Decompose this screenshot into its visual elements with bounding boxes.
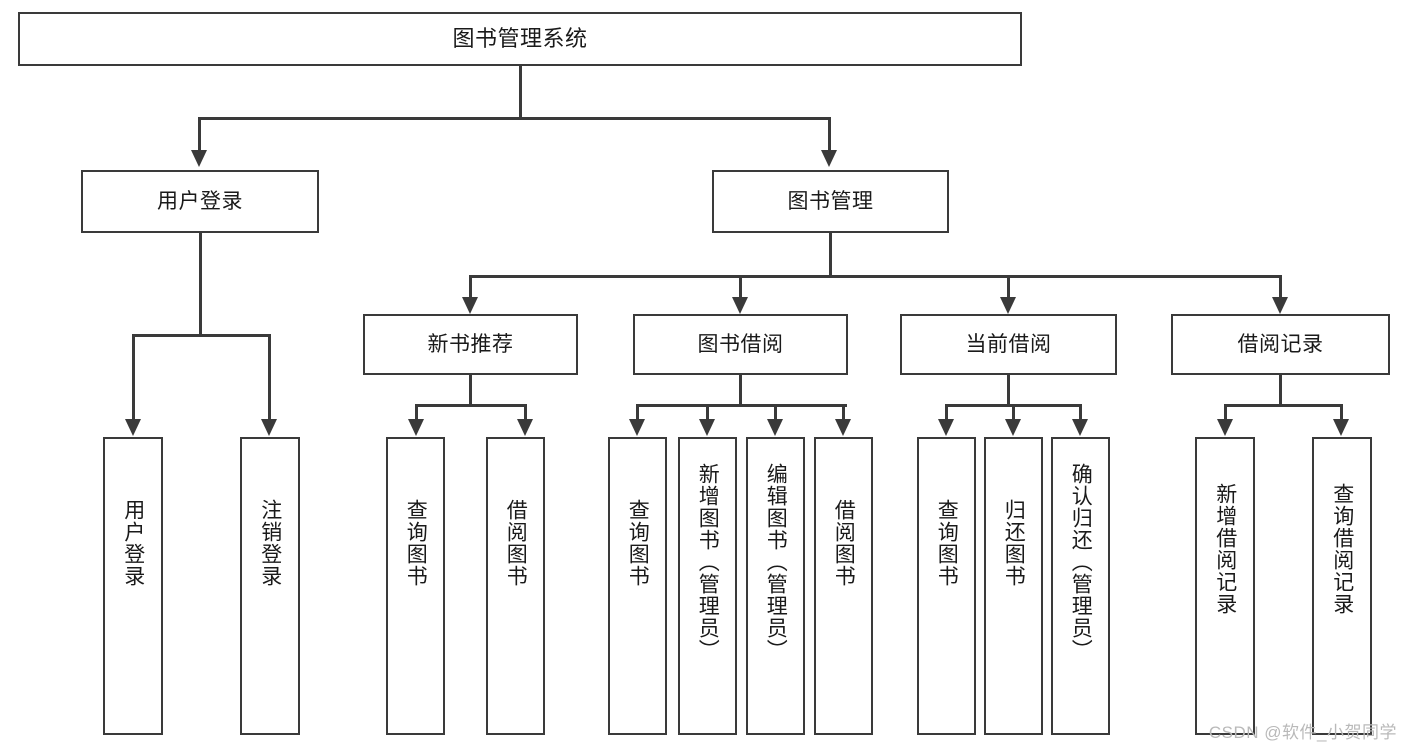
leaf-label: 查询图书 (626, 499, 650, 587)
node-user-login-label: 用户登录 (157, 189, 243, 213)
node-new-book-recommend[interactable]: 新书推荐 (363, 314, 578, 375)
connector-new-book-rec-drop-1 (415, 404, 418, 420)
arrowhead-new-book-rec-leaf-2 (517, 419, 533, 436)
connector-user-login-drop-2 (268, 334, 271, 420)
leaf-node[interactable]: 确认归还（管理员） (1051, 437, 1110, 735)
arrowhead-book-borrow-leaf-2 (699, 419, 715, 436)
node-book-management-label: 图书管理 (787, 189, 874, 213)
connector-book-mgmt-drop-1 (469, 275, 472, 299)
leaf-node[interactable]: 查询图书 (917, 437, 976, 735)
leaf-label: 用户登录 (121, 499, 145, 587)
connector-borrow-record-drop-2 (1340, 404, 1343, 420)
connector-user-login-stem (199, 233, 202, 335)
connector-user-login-bar (132, 334, 270, 337)
connector-new-book-rec-bar (415, 404, 527, 407)
node-borrow-record[interactable]: 借阅记录 (1171, 314, 1390, 375)
connector-book-mgmt-drop-2 (739, 275, 742, 299)
leaf-label: 借阅图书 (832, 499, 856, 587)
leaf-label: 归还图书 (1002, 499, 1026, 587)
leaf-label: 确认归还（管理员） (1069, 463, 1093, 661)
connector-borrow-record-stem (1279, 375, 1282, 406)
node-book-management[interactable]: 图书管理 (712, 170, 949, 233)
leaf-node[interactable]: 新增借阅记录 (1195, 437, 1255, 735)
arrowhead-root-to-book-mgmt (821, 150, 837, 167)
arrowhead-book-borrow-leaf-1 (629, 419, 645, 436)
node-new-book-recommend-label: 新书推荐 (427, 332, 514, 356)
connector-root-bar (198, 117, 831, 120)
arrowhead-book-borrow-leaf-3 (767, 419, 783, 436)
leaf-node[interactable]: 编辑图书（管理员） (746, 437, 805, 735)
arrowhead-to-book-borrow (732, 297, 748, 314)
connector-book-borrow-drop-2 (706, 404, 709, 420)
arrowhead-user-login-leaf-2 (261, 419, 277, 436)
arrowhead-new-book-rec-leaf-1 (408, 419, 424, 436)
leaf-node[interactable]: 查询借阅记录 (1312, 437, 1372, 735)
connector-book-borrow-stem (739, 375, 742, 406)
connector-book-borrow-drop-1 (636, 404, 639, 420)
node-book-borrow[interactable]: 图书借阅 (633, 314, 848, 375)
connector-root-drop-1 (198, 117, 201, 151)
connector-book-mgmt-drop-3 (1007, 275, 1010, 299)
leaf-label: 注销登录 (258, 499, 282, 587)
connector-current-borrow-drop-3 (1079, 404, 1082, 420)
arrowhead-current-borrow-leaf-1 (938, 419, 954, 436)
arrowhead-current-borrow-leaf-2 (1005, 419, 1021, 436)
arrowhead-root-to-user-login (191, 150, 207, 167)
leaf-node[interactable]: 查询图书 (608, 437, 667, 735)
arrowhead-borrow-record-leaf-2 (1333, 419, 1349, 436)
leaf-node[interactable]: 借阅图书 (486, 437, 545, 735)
connector-current-borrow-stem (1007, 375, 1010, 406)
leaf-label: 新增借阅记录 (1213, 483, 1237, 615)
connector-book-borrow-drop-4 (842, 404, 845, 420)
leaf-label: 查询图书 (935, 499, 959, 587)
connector-new-book-rec-drop-2 (524, 404, 527, 420)
node-current-borrow[interactable]: 当前借阅 (900, 314, 1117, 375)
node-current-borrow-label: 当前借阅 (965, 332, 1052, 356)
arrowhead-current-borrow-leaf-3 (1072, 419, 1088, 436)
connector-book-mgmt-drop-4 (1279, 275, 1282, 299)
node-user-login[interactable]: 用户登录 (81, 170, 319, 233)
leaf-label: 查询借阅记录 (1330, 483, 1354, 615)
node-root[interactable]: 图书管理系统 (18, 12, 1022, 66)
connector-book-borrow-drop-3 (774, 404, 777, 420)
connector-borrow-record-drop-1 (1224, 404, 1227, 420)
arrowhead-user-login-leaf-1 (125, 419, 141, 436)
connector-current-borrow-drop-1 (945, 404, 948, 420)
connector-root-stem (519, 66, 522, 119)
connector-user-login-drop-1 (132, 334, 135, 420)
node-root-label: 图书管理系统 (452, 25, 588, 51)
connector-root-drop-2 (828, 117, 831, 151)
arrowhead-to-current-borrow (1000, 297, 1016, 314)
leaf-label: 借阅图书 (504, 499, 528, 587)
connector-current-borrow-drop-2 (1012, 404, 1015, 420)
node-book-borrow-label: 图书借阅 (697, 332, 784, 356)
connector-book-borrow-bar (636, 404, 847, 407)
leaf-node[interactable]: 注销登录 (240, 437, 300, 735)
arrowhead-to-new-book-rec (462, 297, 478, 314)
leaf-node[interactable]: 用户登录 (103, 437, 163, 735)
connector-book-mgmt-bar (469, 275, 1281, 278)
connector-new-book-rec-stem (469, 375, 472, 406)
csdn-watermark: CSDN @软件_小贺同学 (1208, 723, 1397, 742)
node-borrow-record-label: 借阅记录 (1237, 332, 1324, 356)
connector-borrow-record-bar (1224, 404, 1343, 407)
arrowhead-borrow-record-leaf-1 (1217, 419, 1233, 436)
connector-book-mgmt-stem (829, 233, 832, 276)
leaf-node[interactable]: 新增图书（管理员） (678, 437, 737, 735)
leaf-node[interactable]: 归还图书 (984, 437, 1043, 735)
leaf-label: 新增图书（管理员） (696, 463, 720, 661)
leaf-node[interactable]: 借阅图书 (814, 437, 873, 735)
arrowhead-to-borrow-record (1272, 297, 1288, 314)
leaf-label: 编辑图书（管理员） (764, 463, 788, 661)
arrowhead-book-borrow-leaf-4 (835, 419, 851, 436)
leaf-node[interactable]: 查询图书 (386, 437, 445, 735)
leaf-label: 查询图书 (404, 499, 428, 587)
